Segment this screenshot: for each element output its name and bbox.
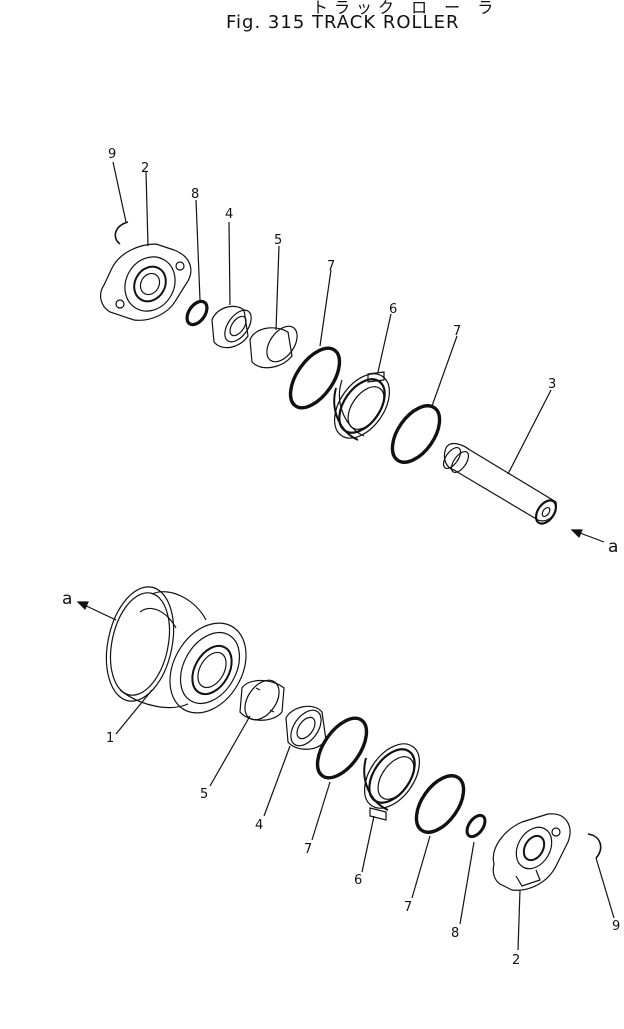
cover-part-2-top — [100, 171, 192, 321]
arrow-a-bottom — [76, 601, 117, 621]
o-ring-part-7-bottom-right — [411, 774, 466, 899]
figure-title: Fig. 315 TRACK ROLLER — [226, 12, 460, 33]
callout-4-top: 4 — [225, 207, 233, 222]
bushing-part-4-top — [211, 221, 252, 349]
callout-3: 3 — [548, 377, 556, 392]
callout-2-bottom: 2 — [512, 953, 520, 968]
callout-1: 1 — [106, 731, 114, 746]
callout-a-bottom: a — [62, 589, 72, 609]
callout-7-bottom-right: 7 — [404, 900, 412, 915]
callout-4-bottom: 4 — [255, 818, 263, 833]
o-ring-part-7-top-left — [288, 269, 342, 410]
floating-seal-part-6-top — [333, 313, 392, 441]
callout-5-bottom: 5 — [200, 787, 208, 802]
callout-8-top: 8 — [191, 187, 199, 202]
cover-part-2-bottom — [492, 813, 571, 951]
roller-part-1 — [105, 586, 247, 735]
callout-a-top: a — [608, 537, 618, 557]
o-ring-part-8-bottom — [459, 813, 487, 925]
arrow-a-top — [570, 529, 605, 543]
shaft-part-3 — [442, 389, 558, 525]
snap-ring-part-9-bottom — [587, 833, 615, 919]
collar-part-5-bottom — [209, 679, 285, 787]
o-ring-part-8-top — [185, 199, 209, 327]
callout-5-top: 5 — [274, 233, 282, 248]
callout-6-top: 6 — [389, 302, 397, 317]
collar-part-5-top — [249, 245, 298, 369]
o-ring-part-7-top-right — [390, 335, 458, 464]
callout-7-bottom-left: 7 — [304, 842, 312, 857]
callout-6-bottom: 6 — [354, 873, 362, 888]
callout-7-top-left: 7 — [327, 259, 335, 274]
title-japanese: トラック ロ ー ラ — [312, 0, 500, 17]
callout-8-bottom: 8 — [451, 926, 459, 941]
callout-9-top: 9 — [108, 147, 116, 162]
floating-seal-part-6-bottom — [361, 743, 421, 873]
snap-ring-part-9-top — [112, 161, 129, 245]
o-ring-part-7-bottom-left — [311, 716, 369, 841]
callout-9-bottom: 9 — [612, 919, 620, 934]
callout-2-top: 2 — [141, 161, 149, 176]
callout-7-top-right: 7 — [453, 324, 461, 339]
